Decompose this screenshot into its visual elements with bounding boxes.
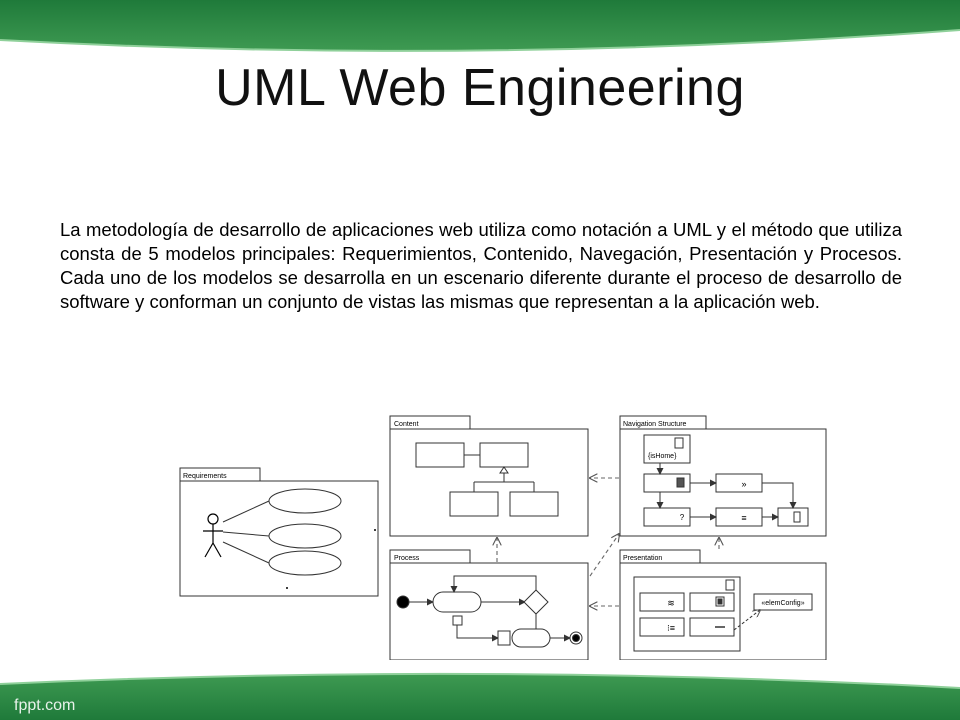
- content-class-4: [509, 491, 559, 517]
- process-package: Process: [389, 549, 589, 660]
- body-paragraph: La metodología de desarrollo de aplicaci…: [60, 219, 902, 312]
- nav-node-list: [715, 507, 763, 527]
- elem-config-label: «elemConfig»: [761, 600, 804, 607]
- content-class-1: [415, 442, 465, 468]
- ui-element-2: [689, 592, 735, 612]
- bottom-green-band: [0, 672, 960, 720]
- content-class-3: [449, 491, 499, 517]
- svg-text:≡: ≡: [741, 513, 746, 523]
- navigation-label: Navigation Structure: [623, 421, 687, 428]
- process-action-2: [511, 628, 551, 648]
- object-node: [452, 615, 463, 626]
- use-case-1: [268, 488, 342, 514]
- svg-text:≋: ≋: [667, 598, 675, 608]
- navigation-package: Navigation Structure {isHome} ? » ≡: [619, 415, 827, 537]
- ui-element-4: [689, 617, 735, 637]
- process-label: Process: [394, 555, 420, 562]
- presentation-page: [633, 576, 741, 652]
- content-label: Content: [394, 421, 419, 428]
- uwe-model-diagram: Requirements Content: [179, 415, 827, 660]
- content-class-2: [479, 442, 529, 468]
- footer-brand: fppt.com: [14, 697, 76, 714]
- slide-title: UML Web Engineering: [215, 59, 745, 117]
- ui-element-1: [639, 592, 685, 612]
- actor-figure: [203, 513, 223, 558]
- is-home-label: {isHome}: [648, 453, 677, 460]
- dependency-arrows: [497, 478, 719, 606]
- top-green-band: [0, 0, 960, 52]
- use-case-2: [268, 523, 342, 549]
- initial-node: [396, 595, 410, 609]
- svg-text:⁝≡: ⁝≡: [667, 623, 675, 633]
- svg-text:?: ?: [680, 513, 685, 522]
- nav-node-class: [777, 507, 809, 527]
- use-case-3: [268, 550, 342, 576]
- svg-text:»: »: [741, 479, 746, 489]
- requirements-package: Requirements: [179, 467, 379, 597]
- presentation-package: Presentation ≋ ⁝≡ «elemConfig»: [619, 549, 827, 660]
- content-package: Content: [389, 415, 589, 537]
- nav-node-menu: [715, 473, 763, 493]
- process-action-1: [432, 591, 482, 613]
- presentation-label: Presentation: [623, 555, 662, 562]
- requirements-label: Requirements: [183, 473, 227, 480]
- ui-element-3: [639, 617, 685, 637]
- elem-config-note: [753, 593, 813, 611]
